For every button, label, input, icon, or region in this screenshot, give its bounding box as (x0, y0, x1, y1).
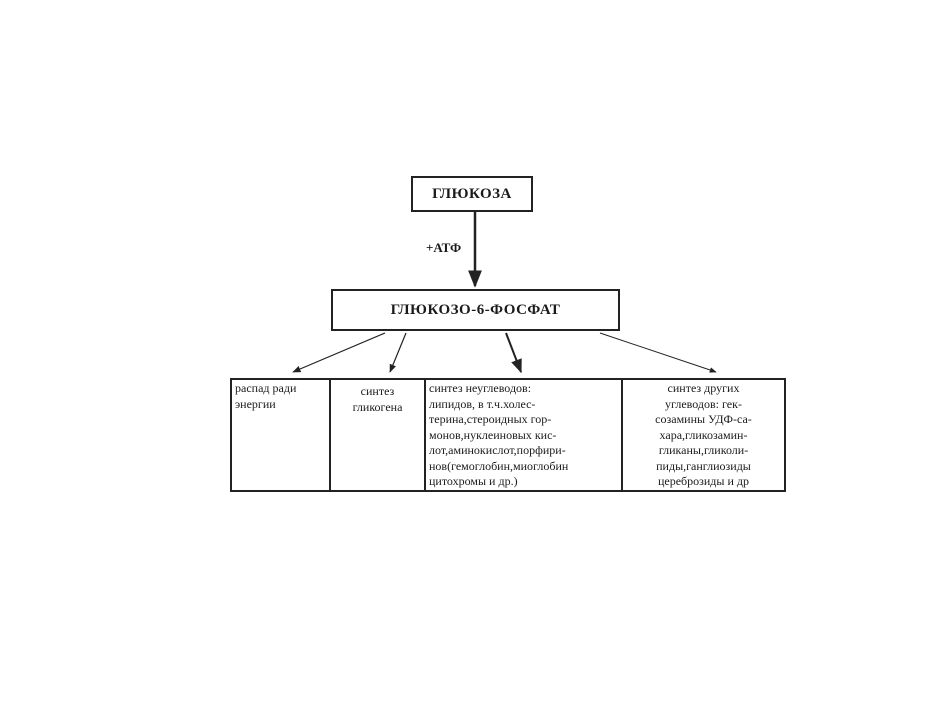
arrow-to-energy (292, 332, 386, 373)
arrow-to-other-carbohydrates (599, 332, 717, 373)
outcome-energy: распад ради энергии (232, 380, 331, 490)
atp-edge-label: +АТФ (426, 240, 462, 255)
outcome-line: нов(гемоглобин,миоглобин (429, 458, 569, 473)
outcome-line: хара,гликозамин- (659, 427, 748, 442)
outcome-line: синтез других (667, 381, 740, 395)
outcome-line: монов,нуклеиновых кис- (429, 427, 557, 442)
outcome-line: терина,стероидных гор- (429, 412, 552, 426)
outcome-other-carbohydrates: синтез других углеводов: гек- созамины У… (623, 380, 784, 490)
outcome-glycogen: синтез гликогена (331, 380, 426, 490)
outcome-line: цитохромы и др.) (429, 474, 518, 488)
outcome-line: распад ради (235, 381, 297, 395)
glucose-label: ГЛЮКОЗА (432, 185, 512, 202)
outcomes-table: распад ради энергии синтез гликогена син… (230, 378, 786, 492)
outcome-line: синтез неуглеводов: (429, 381, 532, 395)
outcome-line: пиды,ганглиозиды (656, 458, 751, 473)
outcome-line: лот,аминокислот,порфири- (429, 443, 566, 457)
outcome-line: синтез (360, 384, 395, 398)
outcome-line: углеводов: гек- (665, 396, 742, 411)
outcome-line: липидов, в т.ч.холес- (429, 396, 536, 411)
arrow-to-glycogen (389, 332, 407, 373)
glucose-6-phosphate-node: ГЛЮКОЗО-6-ФОСФАТ (331, 289, 620, 331)
outcome-line: цереброзиды и др (657, 474, 750, 488)
glucose-node: ГЛЮКОЗА (411, 176, 533, 212)
outcome-line: энергии (235, 396, 276, 411)
outcome-noncarbohydrates: синтез неуглеводов: липидов, в т.ч.холес… (426, 380, 623, 490)
outcome-line: гликогена (352, 399, 403, 414)
glucose-6-phosphate-label: ГЛЮКОЗО-6-ФОСФАТ (390, 301, 561, 318)
arrow-to-noncarbohydrates (505, 332, 522, 374)
outcome-line: созамины УДФ-са- (655, 412, 752, 426)
outcome-line: гликаны,гликоли- (658, 443, 749, 457)
